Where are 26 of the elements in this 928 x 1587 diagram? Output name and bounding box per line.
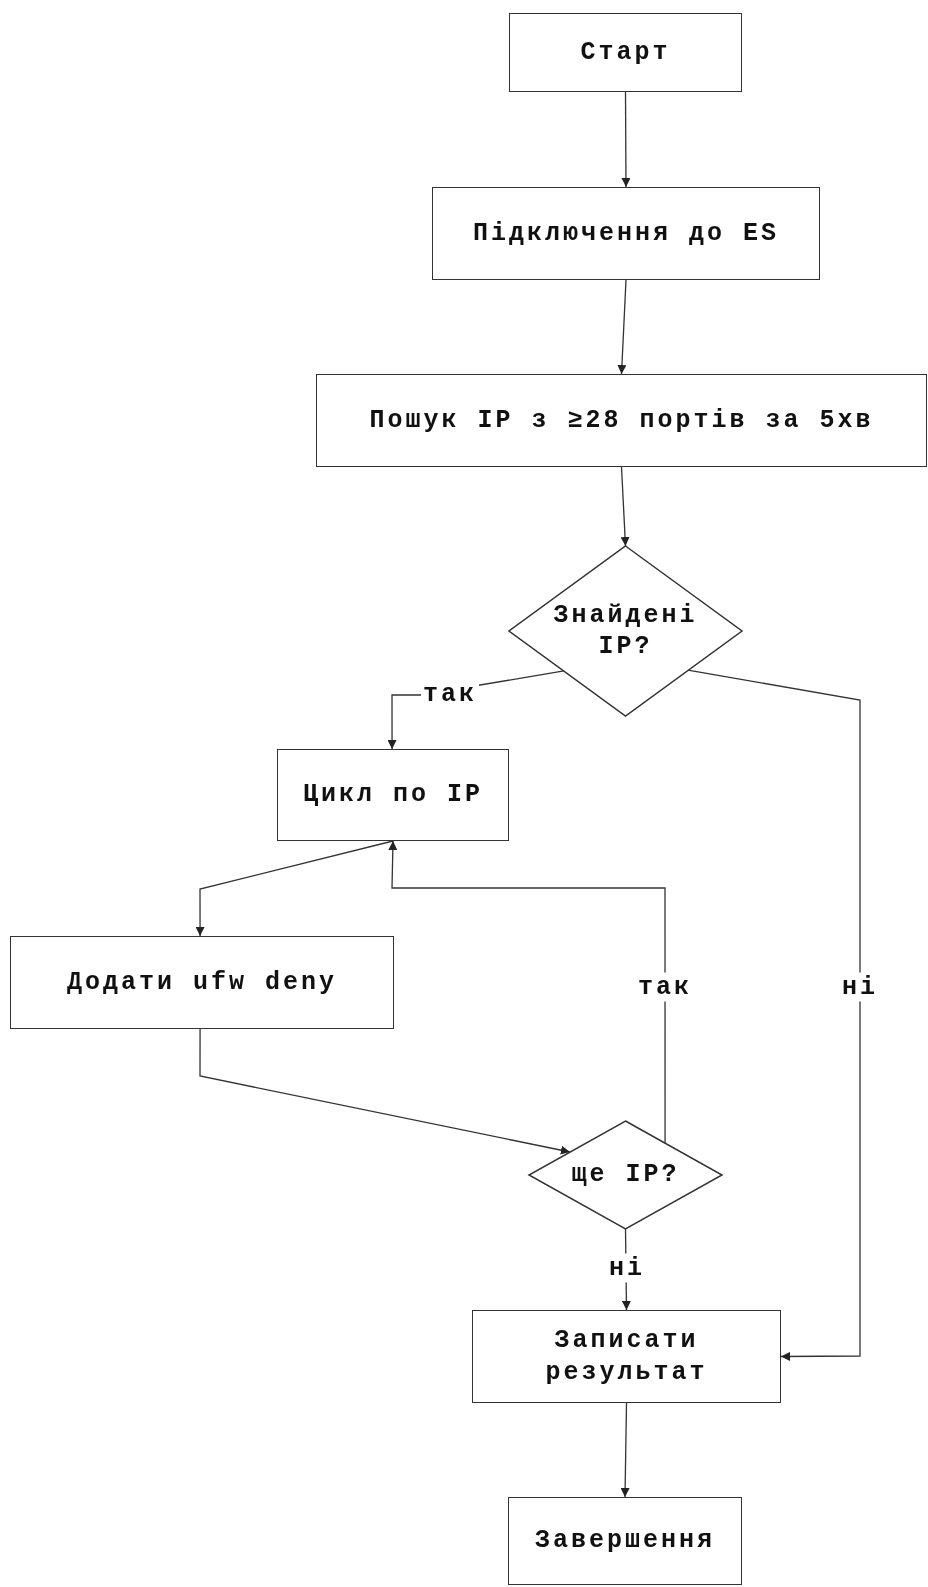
step-label: Цикл по IP	[303, 779, 483, 811]
process-box	[10, 936, 394, 1029]
process-box	[508, 1497, 742, 1585]
decision-diamond	[509, 546, 742, 716]
step-label: Підключення до ES	[472, 217, 779, 250]
decision-diamond	[529, 1121, 722, 1229]
decision-label: Знайдені IP?	[552, 599, 699, 663]
step-label: Додати ufw deny	[66, 966, 337, 999]
decision-label: ще IP?	[571, 1159, 680, 1191]
step-label: Записати результат	[544, 1325, 709, 1388]
arrow	[687, 669, 861, 1361]
arrow	[621, 91, 631, 188]
arrow	[617, 279, 627, 375]
arrow	[195, 840, 394, 937]
step-label: Старт	[580, 36, 671, 69]
process-box	[509, 13, 742, 92]
arrow	[620, 466, 630, 547]
arrow	[199, 1028, 571, 1155]
arrow	[620, 1402, 630, 1498]
process-box	[277, 749, 509, 841]
process-box	[472, 1310, 781, 1403]
arrow	[388, 840, 666, 1144]
process-box	[432, 187, 820, 280]
step-label: Завершення	[535, 1525, 715, 1557]
step-label: Пошук IP з ≥28 портів за 5хв	[369, 404, 874, 437]
process-box	[316, 374, 927, 467]
